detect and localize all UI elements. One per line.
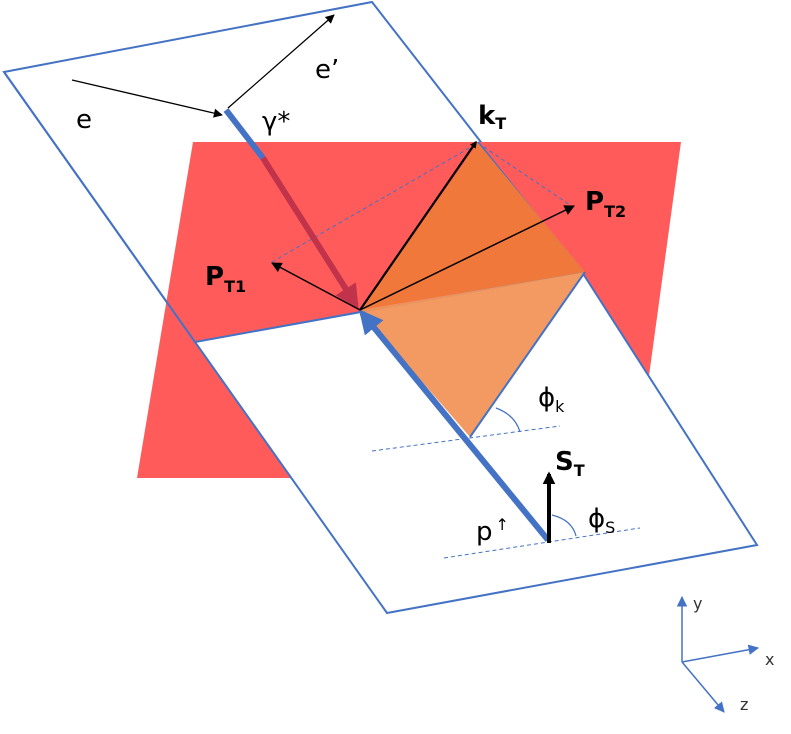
incoming-electron-arrow [71,79,223,118]
pt1-arrow [271,262,361,311]
coordinate-axes: y x z [676,594,774,714]
label-phi-k: ϕk [538,383,565,416]
dashed-kt-pt2 [477,142,571,206]
kt-plane-lower [360,272,585,437]
pt2-arrow [359,205,575,311]
label-pt2: PT2 [585,187,626,221]
label-proton: p↑ [476,515,509,547]
x-axis [681,644,760,663]
label-pt1: PT1 [205,262,246,296]
label-e-out: e’ [315,55,339,85]
photon-beam [260,156,359,310]
x-axis-label: x [765,650,774,669]
kt-plane-edge [469,271,586,438]
label-e-in: e [76,105,92,135]
z-axis-label: z [740,695,748,714]
dashed-phi-s-ref [443,527,641,559]
label-st: ST [555,447,585,480]
label-phi-s: ϕS [588,504,615,537]
proton-beam [358,309,551,542]
photon-beam-upper [223,108,266,160]
kt-plane-upper [360,143,585,310]
z-axis [681,661,725,713]
phi-k-arc [495,407,521,433]
dashed-pt1-kt [271,142,479,263]
outgoing-electron-arrow [227,14,335,109]
phi-s-arc [551,514,577,537]
lepton-plane-edge [3,71,196,343]
label-photon: γ* [262,107,290,137]
y-axis-label: y [693,594,702,613]
kt-arrow [359,140,477,311]
label-kt: kT [478,101,506,133]
